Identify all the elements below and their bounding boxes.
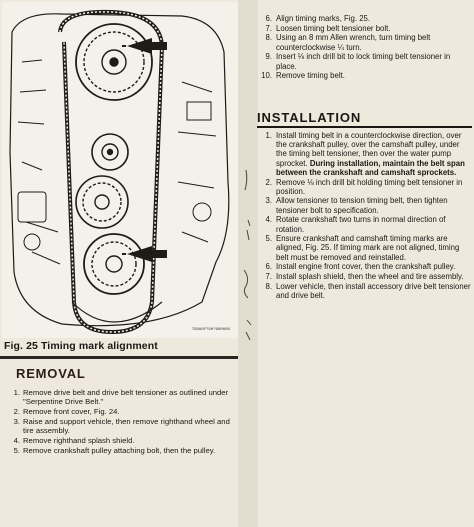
step-text: Insert ⅛ inch drill bit to lock timing b… [276, 52, 451, 71]
figure-caption: Fig. 25 Timing mark alignment [4, 340, 158, 352]
step-text: Align timing marks, Fig. 25. [276, 14, 371, 23]
gutter-marks [243, 169, 252, 341]
list-item: 5.Remove crankshaft pulley attaching bol… [8, 446, 240, 455]
list-item: 6. Align timing marks, Fig. 25. [256, 14, 472, 23]
step-text: Rotate crankshaft two turns in normal di… [276, 215, 446, 234]
step-number: 3. [13, 416, 20, 426]
list-item: 9. Insert ⅛ inch drill bit to lock timing… [256, 52, 472, 70]
step-text: Remove ⅛ inch drill bit holding timing b… [276, 177, 463, 196]
list-item: 4.Remove righthand splash shield. [8, 436, 240, 445]
list-item: 3. Allow tensioner to tension timing belt… [256, 196, 472, 214]
step-text-bold: During installation, maintain the belt s… [276, 158, 465, 177]
step-text-plain: Install timing belt in a counterclockwis… [276, 131, 462, 168]
list-item: 1.Remove drive belt and drive belt tensi… [8, 388, 240, 407]
step-number: 5. [13, 445, 20, 455]
list-item: 2.Remove front cover, Fig. 24. [8, 407, 240, 416]
installation-heading: INSTALLATION [257, 110, 362, 125]
step-number: 4. [265, 215, 272, 225]
step-text: Using an 8 mm Allen wrench, turn timing … [276, 33, 431, 52]
step-text: Remove front cover, Fig. 24. [23, 407, 120, 417]
step-text: Lower vehicle, then install accessory dr… [276, 281, 471, 300]
step-text: Install timing belt in a counterclockwis… [276, 131, 472, 177]
page-gutter [238, 0, 258, 527]
step-number: 7. [265, 272, 272, 282]
step-text: Loosen timing belt tensioner bolt. [276, 23, 391, 33]
step-number: 10. [261, 71, 272, 81]
removal-heading: REMOVAL [16, 366, 86, 381]
step-number: 5. [265, 234, 272, 244]
step-text: Remove drive belt and drive belt tension… [23, 388, 229, 407]
step-text: Remove crankshaft pulley attaching bolt,… [23, 445, 216, 455]
list-item: 8. Using an 8 mm Allen wrench, turn timin… [256, 33, 472, 51]
timing-belt-figure: 7S8A0F?90?90008X [2, 2, 239, 338]
installation-steps: 1. Install timing belt in a counterclockw… [256, 131, 472, 301]
list-item: 7. Loosen timing belt tensioner bolt. [256, 24, 472, 33]
step-text: Raise and support vehicle, then remove r… [23, 416, 230, 436]
list-item: 8. Lower vehicle, then install accessory … [256, 282, 472, 300]
step-number: 3. [265, 196, 272, 206]
list-item: 5. Ensure crankshaft and camshaft timing … [256, 234, 472, 262]
step-text: Install engine front cover, then the cra… [276, 262, 456, 272]
list-item: 2. Remove ⅛ inch drill bit holding timing… [256, 178, 472, 196]
list-item: 7. Install splash shield, then the wheel … [256, 272, 472, 281]
step-number: 6. [265, 14, 272, 23]
step-number: 1. [13, 388, 20, 397]
step-text: Allow tensioner to tension timing belt, … [276, 196, 448, 215]
step-number: 2. [13, 407, 20, 417]
list-item: 10. Remove timing belt. [256, 71, 472, 80]
step-text: Install splash shield, then the wheel an… [276, 272, 464, 282]
step-text: Ensure crankshaft and camshaft timing ma… [276, 234, 460, 262]
step-text: Remove righthand splash shield. [23, 435, 135, 445]
step-number: 7. [265, 23, 272, 33]
list-item: 4. Rotate crankshaft two turns in normal … [256, 215, 472, 233]
step-number: 2. [265, 177, 272, 187]
removal-steps: 1.Remove drive belt and drive belt tensi… [8, 388, 240, 456]
removal-steps-continued: 6. Align timing marks, Fig. 25. 7. Loosen … [256, 14, 472, 81]
step-number: 1. [265, 131, 272, 140]
list-item: 3.Raise and support vehicle, then remove… [8, 417, 240, 436]
installation-rule [257, 126, 472, 128]
step-number: 4. [13, 435, 20, 445]
step-number: 9. [265, 52, 272, 62]
timing-belt-illustration [9, 9, 230, 335]
step-number: 8. [265, 33, 272, 43]
list-item: 6. Install engine front cover, then the c… [256, 262, 472, 271]
caption-rule [0, 356, 240, 359]
list-item: 1. Install timing belt in a counterclockw… [256, 131, 472, 177]
step-text: Remove timing belt. [276, 71, 345, 81]
step-number: 6. [265, 262, 272, 272]
figure-code: 7S8A0F?90?90008X [191, 328, 230, 332]
step-number: 8. [265, 281, 272, 291]
